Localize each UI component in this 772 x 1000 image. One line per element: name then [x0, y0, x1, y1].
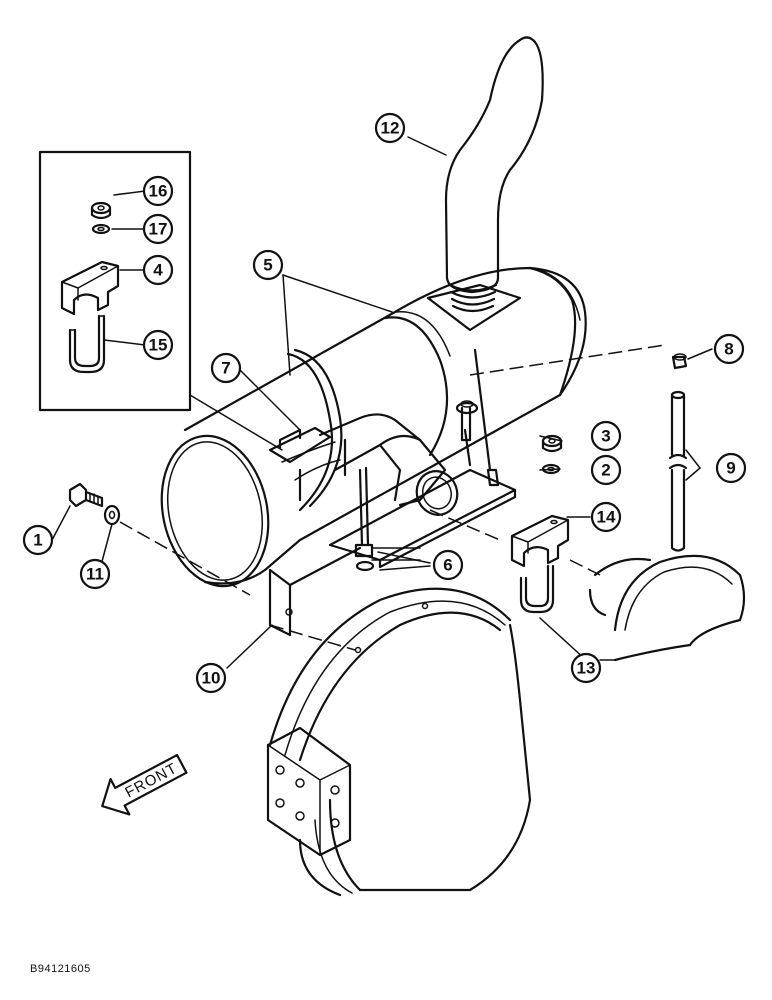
leader-lines [51, 136, 713, 669]
hood-cover [588, 554, 746, 662]
callout-11: 11 [79, 558, 111, 590]
callout-label: 9 [726, 459, 735, 478]
callout-label: 12 [381, 119, 400, 138]
callout-7: 7 [210, 352, 242, 384]
callout-label: 13 [577, 659, 596, 678]
clamp-part-14 [510, 514, 570, 568]
callout-label: 15 [149, 336, 168, 355]
inset-leader [189, 394, 283, 451]
callout-16: 16 [142, 175, 174, 207]
muffler-u-bolt [455, 348, 500, 487]
rod-part-9 [668, 390, 688, 552]
callout-12: 12 [374, 112, 406, 144]
callout-label: 2 [601, 461, 610, 480]
bracket-part-10 [268, 546, 362, 637]
callout-1: 1 [22, 524, 54, 556]
front-arrow: FRONT [101, 753, 188, 816]
bolt-part-1 [68, 482, 104, 508]
clamp-part-4 [60, 260, 120, 316]
callout-17: 17 [142, 213, 174, 245]
u-bolt-part-15 [68, 314, 106, 374]
callout-label: 8 [724, 340, 733, 359]
fender [266, 587, 532, 897]
exhaust-stack-part-12 [444, 36, 544, 313]
washer-part-17 [91, 223, 111, 235]
callout-label: 3 [601, 427, 610, 446]
callout-label: 7 [221, 359, 230, 378]
nut-part-16 [90, 201, 112, 220]
callout-6: 6 [432, 549, 464, 581]
callout-15: 15 [142, 329, 174, 361]
figure-id: B94121605 [30, 963, 91, 975]
callout-2: 2 [590, 454, 622, 486]
callout-label: 16 [149, 182, 168, 201]
callout-label: 4 [153, 261, 163, 280]
callout-label: 5 [263, 256, 272, 275]
u-bolt-part-13 [519, 564, 555, 614]
muffler-clamp [268, 426, 347, 502]
callout-8: 8 [713, 333, 745, 365]
inlet-pipe [318, 413, 459, 516]
callout-label: 6 [443, 556, 452, 575]
callout-3: 3 [590, 420, 622, 452]
hardware-part-6 [354, 466, 421, 572]
clip-part-8 [671, 353, 688, 370]
support-plate [328, 468, 517, 569]
callout-14: 14 [590, 501, 622, 533]
callout-4: 4 [142, 254, 174, 286]
callout-label: 14 [597, 508, 616, 527]
callout-13: 13 [570, 652, 602, 684]
callout-label: 10 [202, 669, 221, 688]
inset-box [38, 150, 192, 412]
callout-label: 1 [33, 531, 42, 550]
callout-5: 5 [252, 249, 284, 281]
muffler-part-5 [160, 266, 587, 588]
washer-part-11 [103, 504, 121, 526]
callout-label: 11 [86, 565, 104, 584]
callout-label: 17 [149, 220, 168, 239]
callout-10: 10 [195, 662, 227, 694]
callout-9: 9 [715, 452, 747, 484]
assembly-lines [119, 344, 666, 651]
